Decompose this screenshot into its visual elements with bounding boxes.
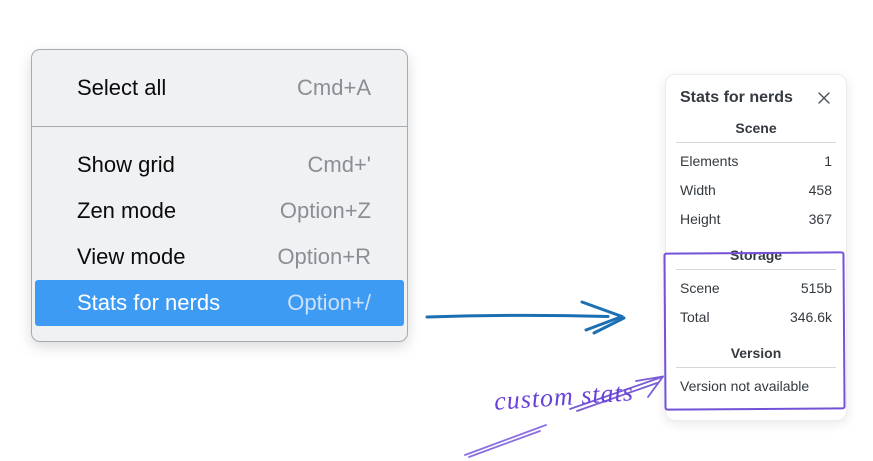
stat-row-height: Height 367: [680, 205, 832, 234]
stats-panel-header: Stats for nerds: [680, 89, 832, 107]
divider: [676, 269, 836, 270]
menu-item-label: Zen mode: [77, 198, 177, 223]
menu-section-view: Show grid Cmd+' Zen mode Option+Z View m…: [32, 127, 407, 341]
stat-value: 515b: [800, 280, 832, 296]
flow-arrow-icon: [425, 300, 626, 335]
divider: [676, 142, 836, 143]
stat-label: Scene: [680, 280, 720, 296]
stat-value: 1: [824, 153, 832, 169]
divider: [676, 367, 836, 368]
stat-value: 367: [808, 211, 832, 227]
stat-label: Height: [680, 211, 721, 227]
section-heading: Scene: [735, 120, 777, 136]
stat-row-total-size: Total 346.6k: [680, 303, 832, 332]
stat-row-elements: Elements 1: [680, 147, 832, 176]
close-icon[interactable]: [816, 90, 832, 106]
menu-item-label: Show grid: [77, 152, 175, 177]
stat-value: 458: [808, 182, 832, 198]
menu-item-shortcut: Cmd+A: [297, 75, 371, 100]
menu-item-view-mode[interactable]: View mode Option+R: [35, 234, 404, 280]
context-menu: Select all Cmd+A Show grid Cmd+' Zen mod…: [31, 49, 408, 342]
stat-label: Elements: [680, 153, 739, 169]
annotation-stroke-icon: [464, 424, 547, 458]
section-heading: Version: [730, 345, 782, 361]
menu-separator: [32, 126, 407, 127]
stats-panel: Stats for nerds Scene Elements 1 Width 4…: [665, 74, 847, 421]
stat-label: Total: [680, 309, 710, 325]
menu-item-show-grid[interactable]: Show grid Cmd+': [35, 142, 404, 188]
stat-row-width: Width 458: [680, 176, 832, 205]
stats-section-scene: Scene Elements 1 Width 458 Height 367: [676, 120, 836, 234]
annotation-arrow-icon: [569, 375, 664, 412]
stat-value: 346.6k: [789, 309, 832, 325]
stat-row-scene-size: Scene 515b: [680, 274, 832, 303]
section-heading: Storage: [729, 247, 783, 263]
menu-item-shortcut: Cmd+': [307, 152, 372, 177]
stats-section-version: Version Version not available: [676, 345, 836, 401]
menu-item-shortcut: Option+R: [277, 244, 371, 269]
menu-item-zen-mode[interactable]: Zen mode Option+Z: [35, 188, 404, 234]
menu-item-select-all[interactable]: Select all Cmd+A: [35, 65, 404, 111]
menu-item-stats-for-nerds[interactable]: Stats for nerds Option+/: [35, 280, 404, 326]
menu-item-label: Select all: [77, 75, 167, 100]
menu-item-label: Stats for nerds: [77, 290, 221, 315]
menu-section-top: Select all Cmd+A: [32, 50, 407, 126]
version-note: Version not available: [680, 378, 810, 394]
menu-item-shortcut: Option+/: [287, 290, 371, 315]
menu-item-label: View mode: [77, 244, 186, 269]
menu-item-shortcut: Option+Z: [279, 198, 371, 223]
stats-panel-title: Stats for nerds: [680, 89, 793, 106]
stats-section-storage: Storage Scene 515b Total 346.6k: [676, 247, 836, 332]
stat-label: Width: [680, 182, 716, 198]
